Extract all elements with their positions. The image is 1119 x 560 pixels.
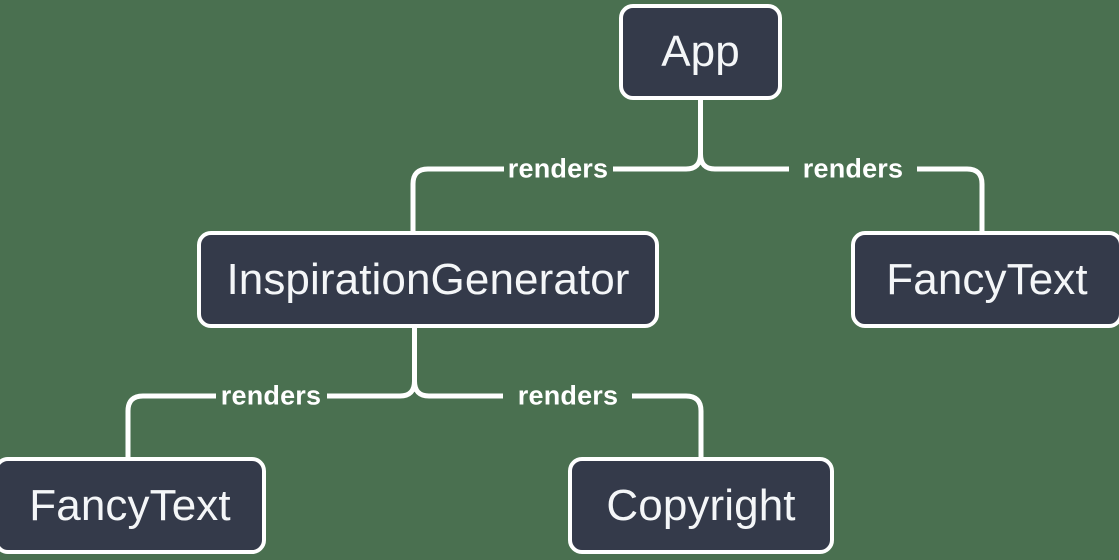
node-app[interactable]: App	[619, 4, 782, 100]
node-copyright-label: Copyright	[606, 480, 796, 530]
edge-app-to-fancytext-right	[715, 166, 985, 231]
edge-label-app-to-inspirationgenerator: renders	[507, 153, 609, 184]
node-app-label: App	[661, 27, 740, 76]
edge-label-app-to-fancytext-right: renders	[802, 153, 904, 184]
edge-label-inspirationgenerator-to-copyright: renders	[517, 380, 619, 411]
edge-inspirationgenerator-to-copyright	[429, 393, 704, 457]
node-fancytext-right-label: FancyText	[886, 254, 1088, 304]
node-fancytext-bottom-label: FancyText	[29, 480, 231, 530]
node-fancytext-right[interactable]: FancyText	[851, 231, 1119, 328]
node-inspiration-generator-label: InspirationGenerator	[226, 254, 630, 304]
edge-label-inspirationgenerator-to-fancytext-bottom: renders	[220, 380, 322, 411]
node-fancytext-bottom[interactable]: FancyText	[0, 457, 266, 554]
node-copyright[interactable]: Copyright	[568, 457, 834, 554]
node-inspiration-generator[interactable]: InspirationGenerator	[197, 231, 659, 328]
edge-inspirationgenerator-to-fancytext-bottom	[125, 393, 400, 457]
edge-app-stem-right	[698, 100, 716, 172]
edge-inspirationgenerator-stem-right	[412, 328, 430, 399]
edge-app-to-inspirationgenerator	[410, 166, 686, 231]
